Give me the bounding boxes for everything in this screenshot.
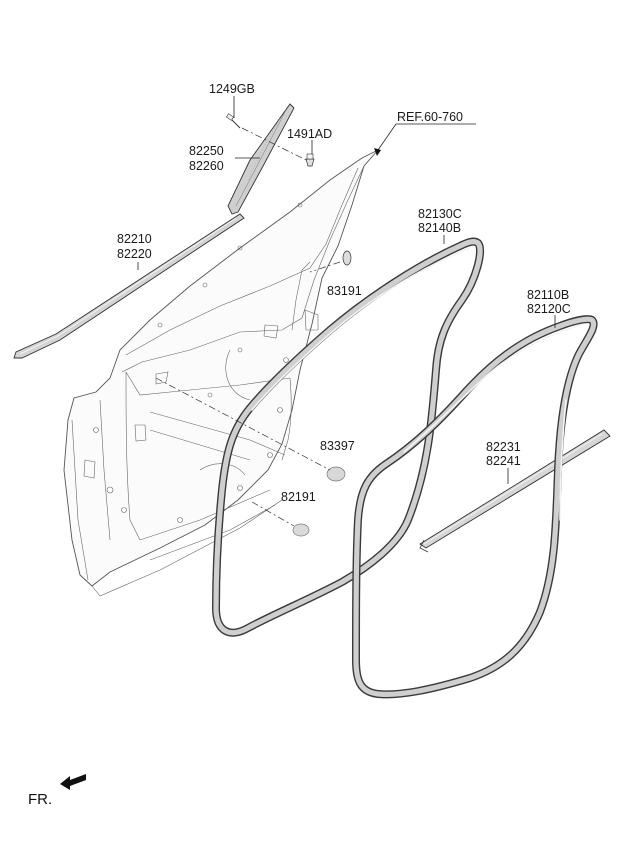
front-direction-marker: FR. [28, 774, 86, 808]
leader-lines [137, 96, 556, 484]
screw-1249gb [225, 113, 241, 129]
label-82191: 82191 [281, 490, 316, 504]
label-82140b: 82140B [418, 221, 461, 235]
label-82130c: 82130C [418, 207, 462, 221]
plug-83191 [342, 250, 352, 266]
label-83191: 83191 [327, 284, 362, 298]
label-1491ad: 1491AD [287, 127, 332, 141]
reference-lines [155, 127, 341, 527]
door-panel [63, 149, 379, 597]
outer-belt-moulding-part [13, 213, 245, 359]
label-83397: 83397 [320, 439, 355, 453]
delta-cover-part [227, 103, 295, 215]
label-82110b: 82110B [527, 288, 569, 302]
door-side-weatherstrip-part [212, 237, 485, 637]
label-82250: 82250 [189, 144, 224, 158]
body-side-weatherstrip-part [352, 315, 598, 699]
label-82260: 82260 [189, 159, 224, 173]
label-82210: 82210 [117, 232, 152, 246]
plug-83397 [326, 466, 346, 482]
label-82220: 82220 [117, 247, 152, 261]
plug-82191 [292, 523, 310, 537]
label-82120c: 82120C [527, 302, 571, 316]
clip-1491ad [305, 153, 315, 167]
label-82231: 82231 [486, 440, 521, 454]
label-82241: 82241 [486, 454, 521, 468]
label-ref-60-760: REF.60-760 [397, 110, 463, 124]
inner-belt-weatherstrip-part [419, 429, 611, 553]
part-labels: 1249GB 1491AD 82250 82260 REF.60-760 822… [117, 82, 571, 504]
fr-arrow-icon [60, 774, 86, 790]
label-1249gb: 1249GB [209, 82, 255, 96]
fr-label: FR. [28, 791, 52, 808]
